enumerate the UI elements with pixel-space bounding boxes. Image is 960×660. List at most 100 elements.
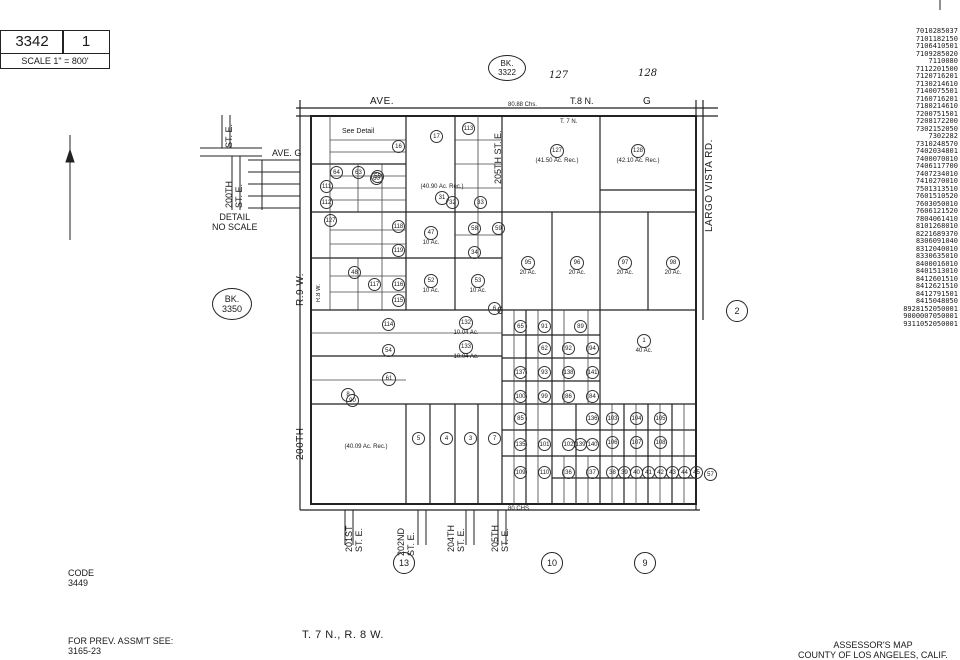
parcel-number[interactable]: 118 xyxy=(392,220,405,233)
parcel-number[interactable]: 112 xyxy=(320,196,333,209)
parcel-number[interactable]: 63 xyxy=(352,166,365,179)
parcel-95[interactable]: 95 20 Ac. xyxy=(513,256,543,277)
parcel-127[interactable]: 127 (41.50 Ac. Rec.) xyxy=(527,144,587,165)
parcel-number[interactable]: 104 xyxy=(630,412,643,425)
parcel-number[interactable]: 108 xyxy=(654,436,667,449)
parcel-number[interactable]: 48 xyxy=(348,266,361,279)
parcel-number[interactable]: 101 xyxy=(538,438,551,451)
parcel-number[interactable]: 109 xyxy=(514,466,527,479)
parcel-number[interactable]: 93 xyxy=(538,366,551,379)
parcel-number[interactable]: 86 xyxy=(562,390,575,403)
parcel-number[interactable]: 107 xyxy=(630,436,643,449)
parcel-sw-area: (40.09 Ac. Rec.) xyxy=(344,444,388,450)
parcel-area-31: (40.90 Ac. Rec.) xyxy=(420,184,464,190)
parcel-area-96: 20 Ac. xyxy=(568,270,586,276)
detail-200th-label: 200TH ST. E. xyxy=(224,180,244,208)
parcel-number[interactable]: 113 xyxy=(462,122,475,135)
margin-number: 8221689370 xyxy=(915,229,958,238)
parcel-number[interactable]: 60 xyxy=(370,172,383,185)
street-ave-top: AVE. xyxy=(370,96,395,107)
parcel-number[interactable]: 140 xyxy=(586,438,599,451)
parcel-number[interactable]: 62 xyxy=(538,342,551,355)
parcel-number[interactable]: 7 xyxy=(488,432,501,445)
code-block: CODE 3449 xyxy=(68,568,94,588)
parcel-number[interactable]: 141 xyxy=(586,366,599,379)
parcel-97[interactable]: 97 20 Ac. xyxy=(610,256,640,277)
parcel-number[interactable]: 6 xyxy=(488,302,501,315)
handwritten-note-127: 127 xyxy=(549,70,569,81)
parcel-number[interactable]: 136 xyxy=(586,412,599,425)
parcel-number[interactable]: 111 xyxy=(320,180,333,193)
parcel-number[interactable]: 119 xyxy=(392,244,405,257)
adjacent-book-north[interactable]: BK. 3322 xyxy=(488,55,526,81)
parcel-132[interactable]: 132 10.04 Ac. xyxy=(446,316,486,337)
parcel-number[interactable]: 117 xyxy=(368,278,381,291)
parcel-number[interactable]: 110 xyxy=(538,466,551,479)
parcel-number[interactable]: 65 xyxy=(514,320,527,333)
parcel-number[interactable]: 45 xyxy=(690,466,703,479)
assessor-map-line2: COUNTY OF LOS ANGELES, CALIF. xyxy=(798,650,948,660)
margin-number: 7120716201 xyxy=(915,72,958,80)
margin-number: 8401513010 xyxy=(915,267,958,275)
parcel-number[interactable]: 4 xyxy=(440,432,453,445)
parcel-number[interactable]: 99 xyxy=(538,390,551,403)
parcel-number-61[interactable]: 61 xyxy=(382,372,396,386)
parcel-number[interactable]: 135 xyxy=(514,438,527,451)
parcel-number[interactable]: 92 xyxy=(562,342,575,355)
parcel-47[interactable]: 47 10 Ac. xyxy=(416,226,446,247)
parcel-31[interactable]: (40.90 Ac. Rec.) 31 xyxy=(412,184,472,205)
parcel-number[interactable]: 116 xyxy=(392,278,405,291)
parcel-number[interactable]: 89 xyxy=(574,320,587,333)
parcel-number[interactable]: 57 xyxy=(704,468,717,481)
adjacent-page-south-13[interactable]: 13 xyxy=(393,552,415,574)
parcel-number[interactable]: 105 xyxy=(654,412,667,425)
parcel-1[interactable]: 1 40 Ac. xyxy=(624,334,664,355)
parcel-number[interactable]: 114 xyxy=(382,318,395,331)
parcel-number[interactable]: 3 xyxy=(464,432,477,445)
parcel-number[interactable]: 85 xyxy=(514,412,527,425)
parcel-number[interactable]: 137 xyxy=(514,366,527,379)
handwritten-note-128: 128 xyxy=(638,68,658,79)
margin-number: 7109285020 xyxy=(915,49,958,58)
parcel-number[interactable]: 115 xyxy=(392,294,405,307)
margin-number: 8330635010 xyxy=(915,252,958,260)
margin-number: 7302152050 xyxy=(915,124,958,133)
parcel-number[interactable]: 32 xyxy=(446,196,459,209)
parcel-53[interactable]: 53 10 Ac. xyxy=(463,274,493,295)
parcel-number[interactable]: 64 xyxy=(330,166,343,179)
adjacent-page-south-10[interactable]: 10 xyxy=(541,552,563,574)
parcel-number[interactable]: 34 xyxy=(468,246,481,259)
parcel-number[interactable]: 90 xyxy=(346,394,359,407)
parcel-98[interactable]: 98 20 Ac. xyxy=(658,256,688,277)
margin-number: 8412621510 xyxy=(915,282,958,290)
adjacent-page-east[interactable]: 2 xyxy=(726,300,748,322)
parcel-number[interactable]: 138 xyxy=(562,366,575,379)
parcel-number[interactable]: 94 xyxy=(586,342,599,355)
parcel-133[interactable]: 133 10.04 Ac. xyxy=(446,340,486,361)
adjacent-page-south-9[interactable]: 9 xyxy=(634,552,656,574)
parcel-number[interactable]: 54 xyxy=(382,344,395,357)
parcel-number[interactable]: 5 xyxy=(412,432,425,445)
parcel-number[interactable]: 33 xyxy=(474,196,487,209)
parcel-number[interactable]: 103 xyxy=(606,412,619,425)
adjacent-book-west[interactable]: BK. 3350 xyxy=(212,288,252,320)
parcel-number[interactable]: 59 xyxy=(492,222,505,235)
parcel-128[interactable]: 128 (42.10 Ac. Rec.) xyxy=(608,144,668,165)
parcel-number[interactable]: 106 xyxy=(606,436,619,449)
margin-number: 7804061410 xyxy=(915,214,958,223)
parcel-96[interactable]: 96 20 Ac. xyxy=(562,256,592,277)
parcel-number[interactable]: 16 xyxy=(392,140,405,153)
parcel-number[interactable]: 36 xyxy=(562,466,575,479)
parcel-number[interactable]: 37 xyxy=(586,466,599,479)
range-8w-label: R.8 W. xyxy=(316,283,322,302)
parcel-52[interactable]: 52 10 Ac. xyxy=(416,274,446,295)
parcel-number[interactable]: 100 xyxy=(514,390,527,403)
parcel-number[interactable]: 127 xyxy=(324,214,337,227)
parcel-number[interactable]: 91 xyxy=(538,320,551,333)
margin-number: 8312040010 xyxy=(915,244,958,253)
parcel-number[interactable]: 17 xyxy=(430,130,443,143)
parcel-number[interactable]: 58 xyxy=(468,222,481,235)
parcel-number[interactable]: 84 xyxy=(586,390,599,403)
